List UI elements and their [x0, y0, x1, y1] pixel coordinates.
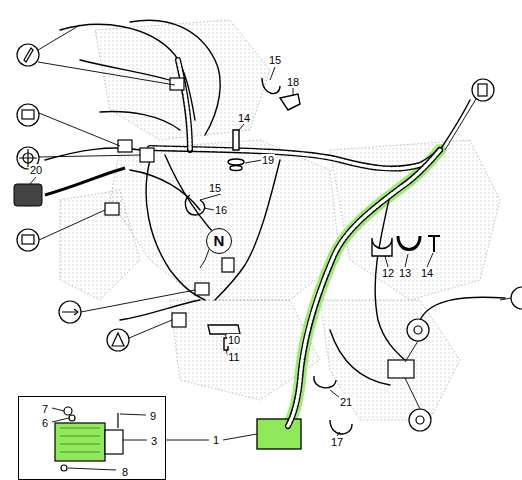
callout-number: 6 — [41, 417, 49, 429]
hardware-parts — [185, 78, 440, 434]
connector-highlight — [257, 419, 301, 449]
symbol-icons — [17, 44, 522, 431]
callout-number: 16 — [214, 204, 228, 216]
highlight-harness — [288, 150, 440, 426]
callout-number: 19 — [261, 154, 275, 166]
callout-number: 14 — [237, 112, 251, 124]
callout-number: 12 — [381, 267, 395, 279]
callout-number: 8 — [121, 466, 129, 478]
harness-wires — [45, 20, 505, 426]
callout-number: 15 — [208, 182, 222, 194]
callout-number: 9 — [149, 410, 157, 422]
letter-circle: N — [206, 228, 232, 254]
callout-number: 1 — [212, 434, 220, 446]
callout-number: 11 — [227, 351, 240, 363]
callout-number: 15 — [268, 54, 282, 66]
leader-lines — [30, 25, 511, 470]
callout-number: 21 — [339, 396, 353, 408]
callout-number: 18 — [286, 76, 300, 88]
engine-outline — [60, 20, 500, 420]
connector-plugs — [105, 78, 414, 378]
callout-number: 13 — [398, 267, 412, 279]
callout-number: 17 — [330, 436, 344, 448]
inset-box: 7 6 8 9 3 — [18, 396, 166, 480]
callout-number: 7 — [41, 403, 49, 415]
callout-number: 14 — [420, 267, 434, 279]
inset-housing — [55, 407, 123, 471]
callout-number: 20 — [29, 164, 43, 176]
circle-letter: N — [214, 232, 225, 250]
callout-number: 3 — [150, 435, 158, 447]
callout-number: 10 — [227, 334, 241, 346]
